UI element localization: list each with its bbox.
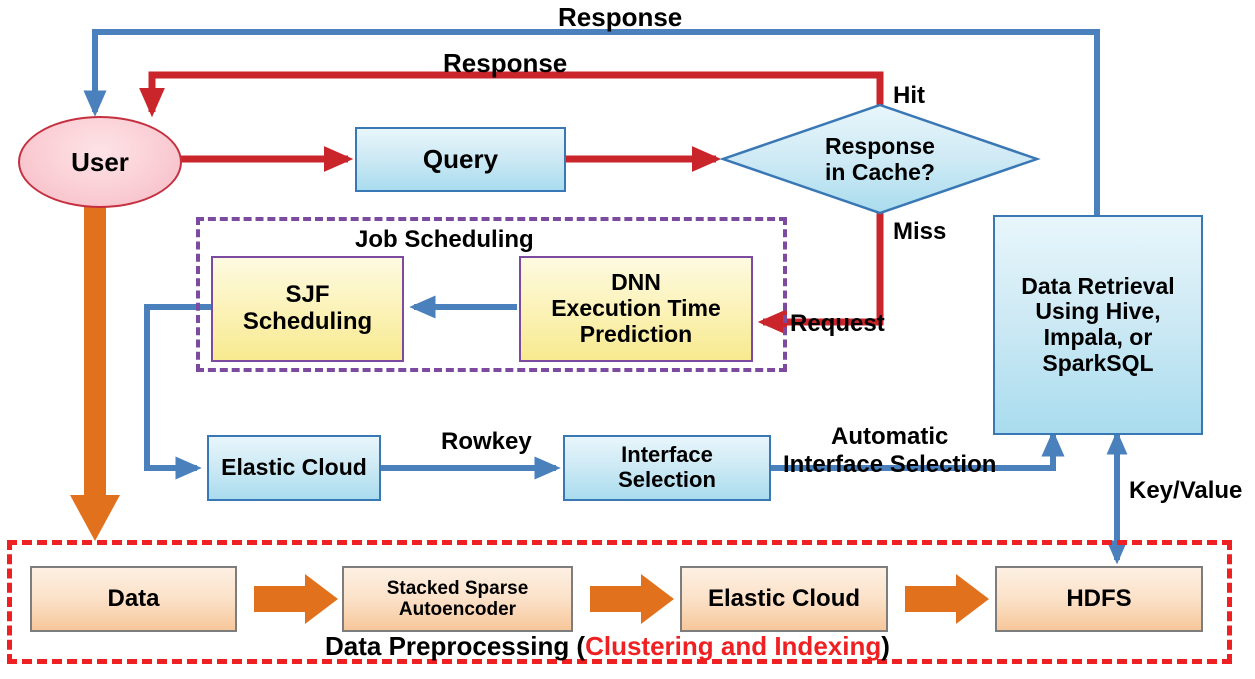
node-query-label: Query	[422, 143, 499, 174]
label-automatic-interface-selection: Automatic Interface Selection	[783, 396, 996, 478]
edge-response-cache	[139, 71, 884, 118]
node-data-retrieval[interactable]: Data Retrieval Using Hive, Impala, or Sp…	[993, 215, 1203, 435]
label-automatic-interface-selection-text: Automatic Interface Selection	[783, 423, 997, 478]
data-preprocessing-suffix: )	[881, 631, 890, 661]
label-miss-text: Miss	[893, 218, 947, 245]
data-preprocessing-caption: Data Preprocessing (Clustering and Index…	[325, 631, 890, 662]
label-request-text: Request	[790, 310, 885, 337]
node-elastic-cloud-bottom-label: Elastic Cloud	[707, 584, 861, 612]
node-autoencoder-label: Stacked Sparse Autoencoder	[386, 577, 529, 620]
node-hdfs-label: HDFS	[1066, 584, 1132, 612]
node-elastic-cloud-middle[interactable]: Elastic Cloud	[207, 435, 381, 501]
node-hdfs[interactable]: HDFS	[995, 566, 1203, 632]
node-elastic-cloud-bottom[interactable]: Elastic Cloud	[680, 566, 888, 632]
job-scheduling-caption: Job Scheduling	[355, 226, 534, 254]
label-key-value-text: Key/Value	[1129, 477, 1243, 504]
job-scheduling-group	[196, 217, 787, 372]
label-miss: Miss	[893, 218, 946, 246]
label-hit: Hit	[893, 82, 925, 110]
node-dnn-label: DNN Execution Time Prediction	[551, 269, 721, 347]
label-rowkey-text: Rowkey	[441, 428, 532, 455]
node-data-label: Data	[107, 584, 160, 612]
node-elastic-cloud-middle-label: Elastic Cloud	[221, 454, 367, 481]
node-interface-selection-label: Interface Selection	[618, 442, 716, 492]
node-interface-selection[interactable]: Interface Selection	[563, 435, 771, 501]
label-key-value: Key/Value	[1129, 477, 1242, 505]
node-query[interactable]: Query	[355, 127, 566, 192]
node-dnn-prediction[interactable]: DNN Execution Time Prediction	[519, 256, 753, 362]
node-stacked-sparse-autoencoder[interactable]: Stacked Sparse Autoencoder	[342, 566, 573, 632]
label-rowkey: Rowkey	[441, 428, 532, 456]
node-sjf-scheduling[interactable]: SJF Scheduling	[211, 256, 404, 362]
label-response-cache: Response	[443, 48, 567, 79]
node-data[interactable]: Data	[30, 566, 237, 632]
node-user[interactable]: User	[18, 116, 182, 208]
label-request: Request	[790, 310, 885, 338]
label-hit-text: Hit	[893, 82, 925, 109]
label-response-top: Response	[558, 2, 682, 33]
label-response-top-text: Response	[558, 2, 683, 32]
data-preprocessing-group	[7, 540, 1232, 664]
data-preprocessing-prefix: Data Preprocessing (	[325, 631, 586, 661]
node-cache-decision[interactable]: Response in Cache?	[790, 128, 970, 192]
job-scheduling-caption-label: Job Scheduling	[355, 226, 534, 253]
node-cache-decision-label: Response in Cache?	[825, 133, 935, 185]
node-user-label: User	[71, 146, 129, 177]
node-data-retrieval-label: Data Retrieval Using Hive, Impala, or Sp…	[1021, 272, 1175, 376]
edge-user-to-preprocessing	[70, 203, 120, 541]
label-response-cache-text: Response	[443, 48, 568, 78]
data-preprocessing-highlight: Clustering and Indexing	[585, 631, 882, 661]
node-sjf-label: SJF Scheduling	[242, 281, 373, 335]
